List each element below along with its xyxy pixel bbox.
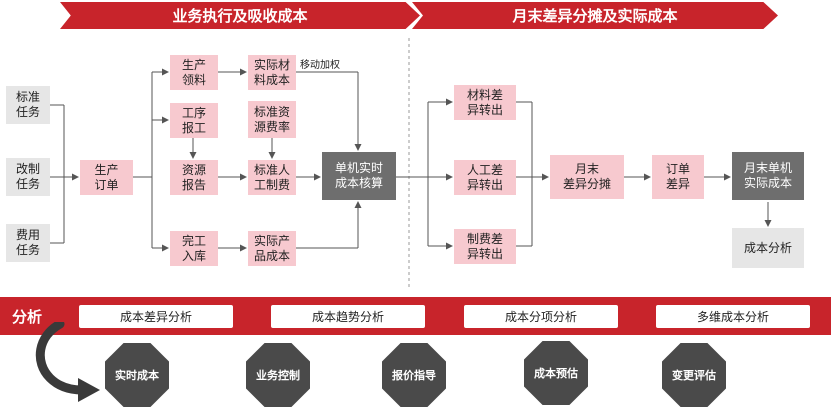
node-std-labor-overhead: 标准人 工制费: [248, 160, 296, 195]
analysis-tab-cost-breakdown[interactable]: 成本分项分析: [464, 305, 618, 328]
node-order-variance: 订单 差异: [652, 155, 704, 199]
analysis-tab-multidim-cost[interactable]: 多维成本分析: [656, 305, 810, 328]
analysis-tab-cost-trend[interactable]: 成本趋势分析: [271, 305, 425, 328]
swoosh-arrow-icon: [35, 322, 100, 402]
banner-left-text: 业务执行及吸收成本: [172, 7, 308, 25]
node-month-end-variance-alloc: 月末 差异分摊: [550, 155, 624, 199]
node-actual-material-cost: 实际材 料成本: [248, 55, 296, 90]
node-production-order: 生产 订单: [80, 160, 133, 195]
octagon-quote-guidance: 报价指导: [382, 343, 446, 407]
banner-right: 月末差异分摊及实际成本: [412, 2, 778, 29]
octagon-realtime-cost: 实时成本: [105, 343, 169, 407]
octagon-business-control: 业务控制: [246, 343, 310, 407]
octagon-cost-estimate: 成本预估: [524, 341, 588, 405]
node-actual-product-cost: 实际产 品成本: [248, 231, 296, 266]
node-cost-analysis: 成本分析: [732, 228, 804, 268]
node-unit-realtime-cost: 单机实时 成本核算: [322, 152, 396, 200]
node-std-resource-rate: 标准资 源费率: [248, 101, 296, 138]
node-labor-variance-out: 人工差 异转出: [454, 160, 516, 195]
node-resource-report: 资源 报告: [170, 160, 218, 195]
analysis-tab-cost-variance[interactable]: 成本差异分析: [79, 305, 233, 328]
node-rework-task: 改制 任务: [6, 158, 50, 196]
node-expense-task: 费用 任务: [6, 224, 50, 262]
banner-left: 业务执行及吸收成本: [60, 2, 420, 29]
node-production-issue: 生产 领料: [170, 55, 218, 90]
banner-right-text: 月末差异分摊及实际成本: [512, 7, 678, 25]
node-completion-stock: 完工 入库: [170, 231, 218, 266]
node-overhead-variance-out: 制费差 异转出: [454, 229, 516, 264]
node-month-end-actual-cost: 月末单机 实际成本: [732, 152, 804, 200]
note-moving-weighted: 移动加权: [300, 60, 340, 71]
node-material-variance-out: 材料差 异转出: [454, 85, 516, 120]
analysis-label: 分析: [12, 308, 43, 326]
node-process-report: 工序 报工: [170, 103, 218, 138]
octagon-change-evaluation: 变更评估: [662, 343, 726, 407]
node-standard-task: 标准 任务: [6, 86, 50, 124]
